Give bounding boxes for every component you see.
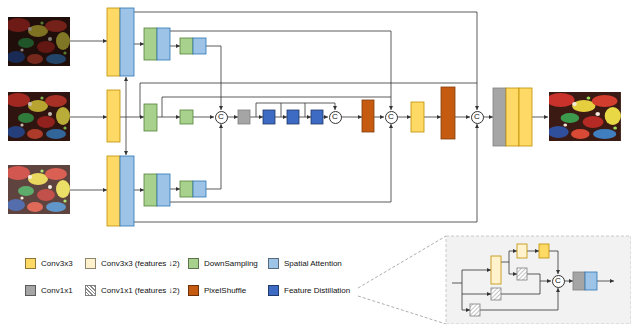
input-image bbox=[6, 17, 70, 66]
output-image bbox=[547, 92, 621, 141]
legend-item: Conv1x1 bbox=[25, 285, 73, 296]
legend-label: Feature Distillation bbox=[284, 285, 350, 296]
concat-symbol: C bbox=[218, 113, 224, 121]
concat-symbol: C bbox=[388, 113, 394, 121]
legend-item: Feature Distillation bbox=[268, 285, 350, 296]
concat-symbol: C bbox=[555, 277, 561, 285]
wires bbox=[70, 12, 548, 222]
legend-item: Conv1x1 (features ↓2) bbox=[85, 285, 180, 296]
concat-symbol: C bbox=[474, 113, 480, 121]
legend-label: DownSampling bbox=[204, 258, 258, 269]
concat-circle: C bbox=[552, 275, 565, 288]
legend-item: Conv3x3 bbox=[25, 258, 73, 269]
legend-label: Conv3x3 (features ↓2) bbox=[101, 258, 180, 269]
legend-label: PixelShuffle bbox=[204, 285, 246, 296]
input-image bbox=[6, 165, 70, 214]
legend-swatch bbox=[85, 258, 96, 269]
legend-item: Conv3x3 (features ↓2) bbox=[85, 258, 180, 269]
legend-item: Spatial Attention bbox=[268, 258, 342, 269]
legend-label: Conv1x1 bbox=[41, 285, 73, 296]
concat-circle: C bbox=[385, 111, 398, 124]
layer-blocks bbox=[107, 8, 532, 226]
concat-symbol: C bbox=[332, 113, 338, 121]
legend-swatch bbox=[85, 285, 96, 296]
legend-swatch bbox=[268, 258, 279, 269]
legend-swatch bbox=[188, 258, 199, 269]
concat-circle: C bbox=[215, 111, 228, 124]
legend-swatch bbox=[25, 258, 36, 269]
concat-circle: C bbox=[329, 111, 342, 124]
legend-label: Conv3x3 bbox=[41, 258, 73, 269]
legend-swatch bbox=[188, 285, 199, 296]
legend-swatch bbox=[25, 285, 36, 296]
legend-swatch bbox=[268, 285, 279, 296]
input-image bbox=[6, 92, 70, 141]
legend-item: DownSampling bbox=[188, 258, 258, 269]
concat-circle: C bbox=[471, 111, 484, 124]
legend-item: PixelShuffle bbox=[188, 285, 246, 296]
detail-inset bbox=[358, 236, 631, 324]
legend-label: Spatial Attention bbox=[284, 258, 342, 269]
legend-label: Conv1x1 (features ↓2) bbox=[101, 285, 180, 296]
